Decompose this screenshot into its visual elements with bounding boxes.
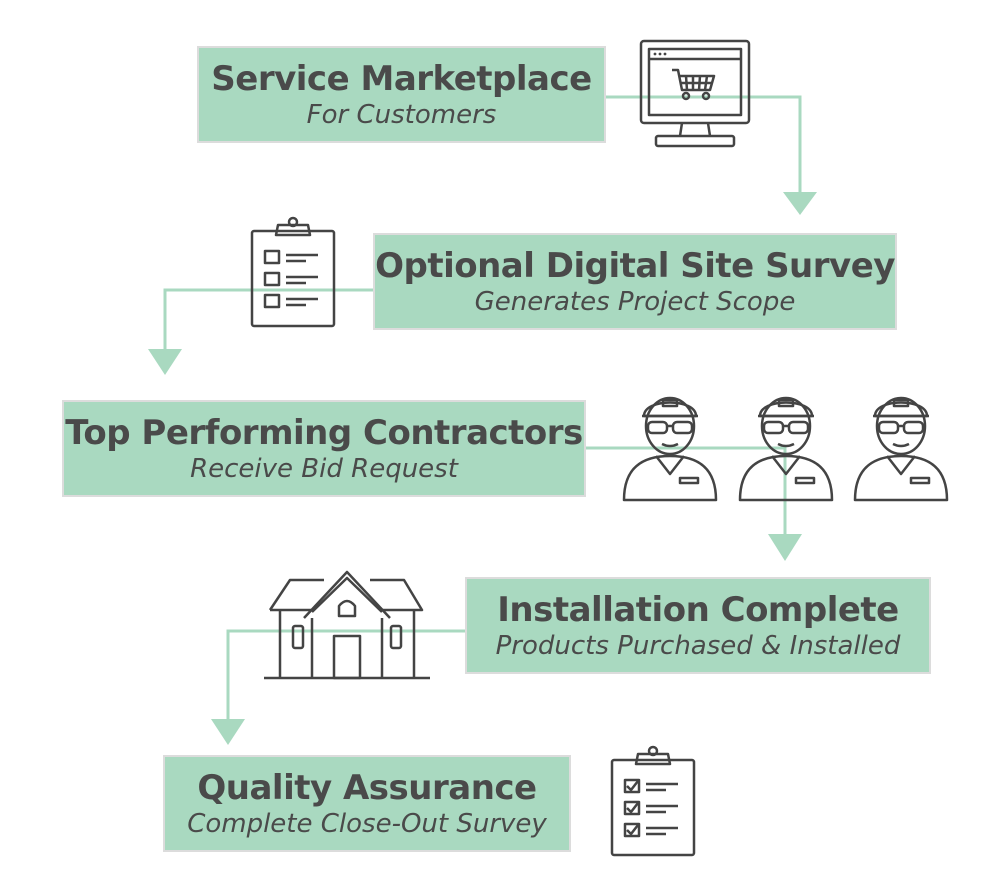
step-title: Quality Assurance [197,767,537,808]
step-title: Installation Complete [497,589,899,630]
house-icon [264,570,430,680]
contractor-icon [622,396,718,502]
step-subtitle: Complete Close-Out Survey [187,808,547,839]
clipboard-checklist-icon [250,216,336,328]
monitor-cart-icon [639,39,751,148]
connector-3 [585,446,787,537]
contractor-icon [738,396,834,502]
step-quality-assurance: Quality Assurance Complete Close-Out Sur… [163,755,571,852]
step-title: Top Performing Contractors [65,412,583,453]
arrow-down-icon [148,349,182,375]
connector-2 [163,288,375,352]
step-subtitle: For Customers [306,99,497,130]
contractor-icon [853,396,949,502]
step-service-marketplace: Service Marketplace For Customers [197,46,606,143]
arrow-down-icon [211,719,245,745]
step-installation-complete: Installation Complete Products Purchased… [465,577,931,674]
connector-1 [605,95,802,195]
clipboard-checked-icon [610,745,696,857]
arrow-down-icon [783,192,817,215]
step-title: Service Marketplace [211,58,592,99]
connector-4 [226,629,465,722]
step-digital-site-survey: Optional Digital Site Survey Generates P… [373,233,897,330]
step-title: Optional Digital Site Survey [375,245,895,286]
step-subtitle: Receive Bid Request [190,453,458,484]
step-subtitle: Generates Project Scope [474,286,796,317]
step-top-contractors: Top Performing Contractors Receive Bid R… [62,400,586,497]
step-subtitle: Products Purchased & Installed [495,630,901,661]
arrow-down-icon [768,534,802,561]
